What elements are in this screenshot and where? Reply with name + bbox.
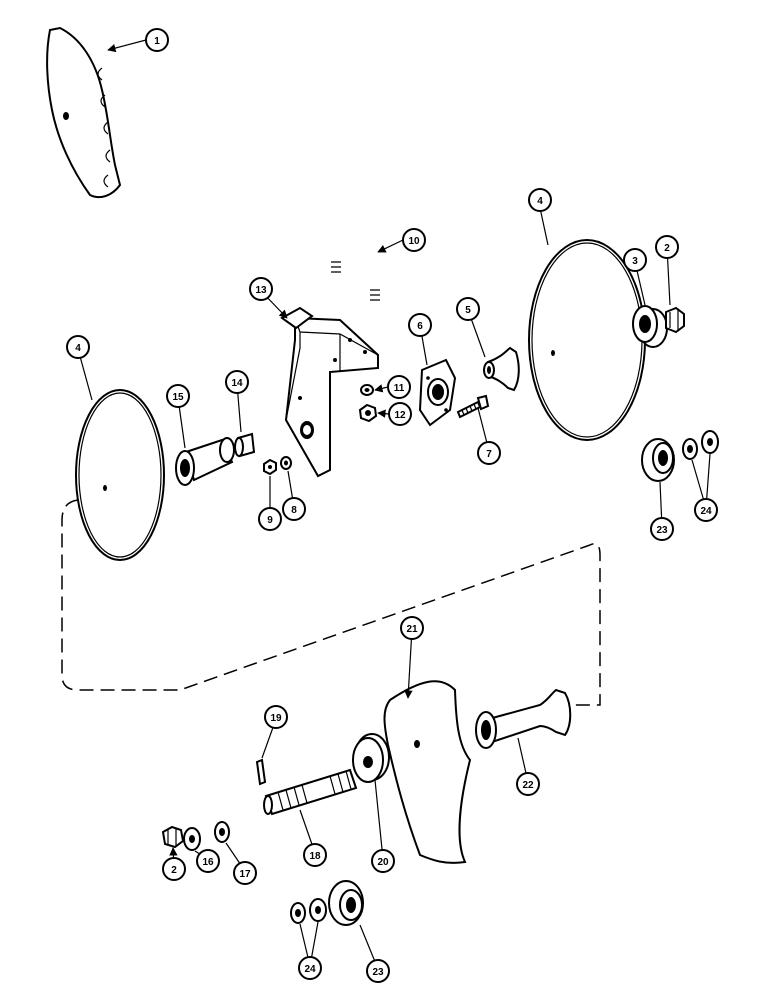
svg-text:13: 13: [255, 285, 267, 296]
svg-text:23: 23: [372, 967, 384, 978]
svg-text:2: 2: [171, 865, 177, 876]
callout-8: 8: [282, 497, 306, 521]
dust-cup-upper: [641, 438, 675, 482]
callout-12: 12: [388, 402, 412, 426]
svg-text:7: 7: [486, 449, 492, 460]
hex-nut: [358, 403, 378, 423]
bushing: [234, 432, 256, 458]
assembly-group-outline: [61, 499, 601, 706]
callout-23-lower: 23: [366, 959, 390, 983]
svg-text:10: 10: [408, 236, 420, 247]
callout-22: 22: [516, 772, 540, 796]
long-spool: [475, 688, 572, 749]
sleeve-spool: [175, 437, 235, 486]
roll-pin: [255, 758, 267, 786]
svg-text:9: 9: [267, 515, 273, 526]
mounting-bracket: [280, 306, 379, 478]
small-nut: [263, 458, 277, 476]
washers-upper: [682, 430, 719, 460]
callout-6: 6: [408, 313, 432, 337]
castle-nut-upper: [665, 306, 685, 334]
callout-20: 20: [371, 849, 395, 873]
svg-text:18: 18: [309, 851, 321, 862]
callout-3: 3: [623, 248, 647, 272]
washers-lower: [290, 898, 327, 924]
svg-text:12: 12: [394, 410, 406, 421]
svg-text:23: 23: [656, 525, 668, 536]
callout-23-upper: 23: [650, 517, 674, 541]
svg-text:19: 19: [270, 713, 282, 724]
svg-text:5: 5: [465, 305, 471, 316]
lock-washer: [360, 384, 374, 396]
callout-9: 9: [258, 507, 282, 531]
callout-1: 1: [145, 28, 169, 52]
large-disc-right: [528, 239, 646, 441]
u-bolt: [331, 230, 380, 301]
callout-24-lower: 24: [298, 956, 322, 980]
callout-11: 11: [387, 375, 411, 399]
flat-washer-17: [214, 821, 230, 843]
svg-text:2: 2: [664, 243, 670, 254]
callout-14: 14: [225, 370, 249, 394]
notched-disc: [46, 26, 122, 199]
scraper-blade: [383, 680, 472, 864]
svg-text:14: 14: [231, 378, 243, 389]
roller: [352, 733, 390, 783]
castle-nut-lower: [161, 825, 185, 849]
callout-2-lower: 2: [162, 857, 186, 881]
callout-18: 18: [303, 843, 327, 867]
large-disc-left: [75, 389, 165, 561]
callout-13: 13: [249, 277, 273, 301]
svg-text:17: 17: [239, 869, 251, 880]
svg-text:21: 21: [406, 624, 418, 635]
callout-15: 15: [166, 384, 190, 408]
flat-washer-16: [183, 827, 201, 851]
callout-21: 21: [400, 616, 424, 640]
svg-text:4: 4: [75, 343, 81, 354]
svg-text:15: 15: [172, 392, 184, 403]
flange-plate: [418, 358, 457, 427]
callout-10: 10: [402, 228, 426, 252]
callout-24-upper: 24: [694, 498, 718, 522]
callout-4-right: 4: [528, 188, 552, 212]
svg-text:22: 22: [522, 780, 534, 791]
callout-2-upper: 2: [655, 235, 679, 259]
dust-cup-lower: [328, 880, 364, 926]
svg-text:24: 24: [304, 964, 316, 975]
spool: [483, 346, 520, 392]
callout-5: 5: [456, 297, 480, 321]
callout-17: 17: [233, 861, 257, 885]
callout-16: 16: [196, 849, 220, 873]
carriage-bolt: [456, 394, 490, 419]
svg-text:20: 20: [377, 857, 389, 868]
svg-text:4: 4: [537, 196, 543, 207]
svg-text:8: 8: [291, 505, 297, 516]
svg-text:24: 24: [700, 506, 712, 517]
small-washer: [280, 456, 292, 470]
callout-7: 7: [477, 441, 501, 465]
threaded-axle: [263, 768, 358, 816]
callout-19: 19: [264, 705, 288, 729]
svg-text:3: 3: [632, 256, 638, 267]
svg-text:11: 11: [394, 383, 405, 394]
svg-text:1: 1: [154, 36, 160, 47]
svg-text:16: 16: [202, 857, 214, 868]
svg-text:6: 6: [417, 321, 423, 332]
callout-4-left: 4: [66, 335, 90, 359]
